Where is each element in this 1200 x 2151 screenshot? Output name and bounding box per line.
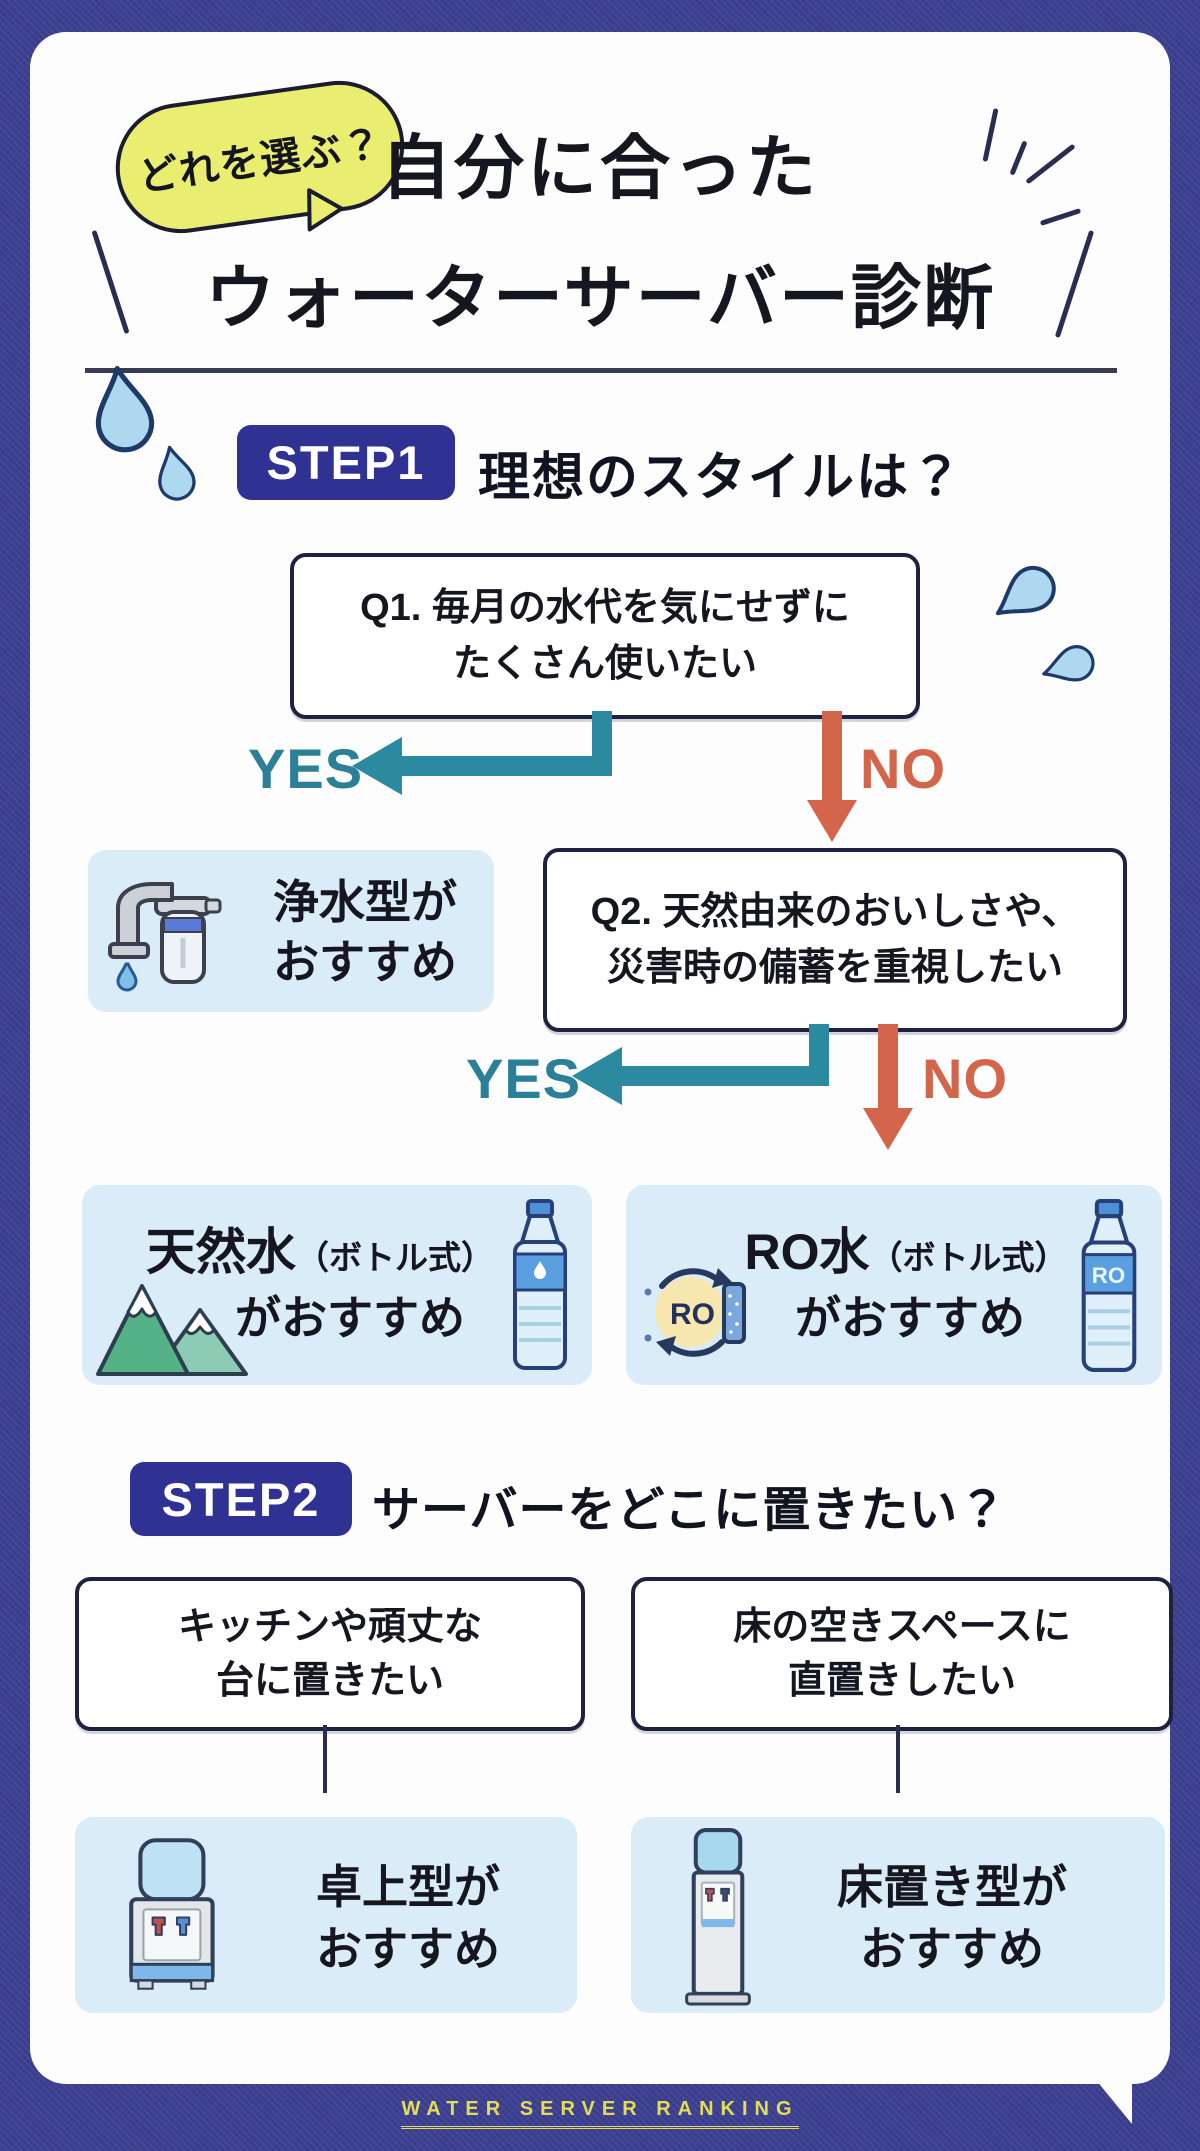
question-right-line2: 直置きしたい [787,1660,1016,1702]
water-drop-icon [1042,645,1095,682]
header-divider [85,368,1117,373]
yes-arrowhead-q1 [352,737,402,795]
mountain-icon [96,1284,248,1376]
no-arrow-q2 [878,1024,898,1110]
step1-badge-label: STEP1 [266,436,426,489]
no-label-q2: NO [922,1047,1008,1110]
no-arrow-q1 [822,711,842,803]
question-left-line1: キッチンや頑丈な [177,1606,482,1648]
card-speech-tail [1096,2080,1132,2124]
brand-footer: WATER SERVER RANKING [0,2098,1200,2129]
no-arrowhead-q2 [863,1108,913,1150]
faucet-filter-icon [108,882,222,992]
svg-text:RO: RO [1092,1263,1125,1288]
tennensui-line2: がおすすめ [235,1292,465,1344]
question2-line2: 災害時の備蓄を重視したい [606,947,1063,989]
ro-paren: （ボトル式） [869,1239,1068,1276]
ro-line1: RO水（ボトル式） [736,1212,1076,1284]
step1-heading: 理想のスタイルは？ [478,449,965,507]
recommendation-josui-text: 浄水型が おすすめ [245,872,485,992]
question-left-line2: 台に置きたい [215,1660,444,1702]
recommendation-josui-box [88,850,494,1012]
tabletop-server-icon [129,1838,215,1990]
yes-label-q1: YES [248,737,364,800]
ro-cycle-icon: RO [644,1268,746,1357]
yukaoki-line2: おすすめ [860,1923,1044,1975]
speech-bubble-tail [307,188,344,232]
tennensui-paren: （ボトル式） [296,1239,494,1276]
question1-line2: たくさん使いたい [452,643,757,685]
question2-box: Q2. 天然由来のおいしさや、 災害時の備蓄を重視したい [543,848,1127,1032]
page-title-line2: ウォーターサーバー診断 [205,259,995,337]
yes-label-q2: YES [466,1047,582,1110]
tennensui-name: 天然水 [146,1224,296,1280]
water-drop-icon [995,566,1056,616]
water-drop-icon [158,445,196,501]
brand-footer-label: WATER SERVER RANKING [401,2098,799,2129]
yes-arrowhead-q2 [572,1047,622,1105]
connector-line-left [323,1725,327,1793]
yukaoki-line1: 床置き型が [837,1861,1067,1913]
water-drop-icon [95,365,155,453]
step2-badge-label: STEP2 [161,1472,321,1526]
ro-bottle-icon: RO [1081,1199,1137,1372]
tennensui-line1: 天然水（ボトル式） [130,1212,510,1284]
ro-name: RO水 [744,1224,870,1280]
no-arrowhead-q1 [807,800,857,842]
takujo-line2: おすすめ [316,1923,500,1975]
ro-cycle-label: RO [670,1298,715,1331]
josui-line1: 浄水型が [273,876,457,928]
page-title-line1: 自分に合った [381,129,819,207]
recommendation-yukaoki-text: 床置き型が おすすめ [772,1856,1132,1980]
question-right-line1: 床の空きスペースに [733,1606,1071,1648]
step1-badge: STEP1 [237,425,455,500]
water-bottle-icon [513,1199,567,1370]
step2-heading: サーバーをどこに置きたい？ [372,1484,1008,1537]
question2-line1: Q2. 天然由来のおいしさや、 [590,891,1080,933]
step2-badge: STEP2 [130,1462,352,1536]
question-right-box: 床の空きスペースに 直置きしたい [631,1577,1173,1731]
takujo-line1: 卓上型が [316,1861,500,1913]
josui-line2: おすすめ [273,936,457,988]
no-label-q1: NO [860,737,946,800]
yes-arrow-q2 [620,1066,829,1086]
connector-line-right [896,1725,900,1793]
floor-server-icon [685,1828,751,2006]
recommendation-takujo-text: 卓上型が おすすめ [258,1856,558,1980]
question1-box: Q1. 毎月の水代を気にせずに たくさん使いたい [290,553,920,719]
ro-line2: がおすすめ [795,1292,1025,1344]
question-left-box: キッチンや頑丈な 台に置きたい [75,1577,585,1731]
question1-line1: Q1. 毎月の水代を気にせずに [360,587,850,629]
yes-arrow-q1 [400,756,612,776]
